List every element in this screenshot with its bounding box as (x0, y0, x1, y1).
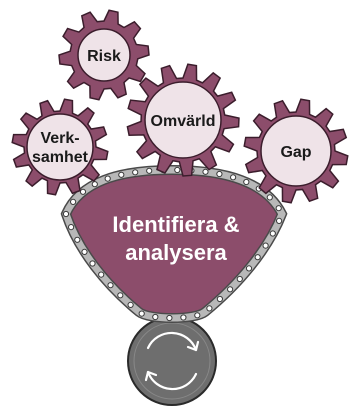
gear-label-verksamhet-1: Verk- (40, 130, 79, 147)
cycle-arrows-icon (144, 331, 200, 391)
chain-pin (91, 181, 98, 188)
gear-label-verksamhet-2: samhet (32, 149, 89, 166)
gear-gap: Gap (243, 98, 349, 204)
chain-pin (262, 242, 269, 249)
gear-label-omvarld: Omvärld (151, 113, 216, 130)
chain-pin (194, 312, 201, 319)
gear-risk: Risk (58, 9, 150, 101)
chain-pin (98, 271, 105, 278)
chain-pin (89, 260, 96, 267)
chain-pin (166, 314, 173, 322)
chain-pin (266, 194, 273, 201)
chain-pin (107, 282, 114, 289)
sprocket-wheel (127, 316, 217, 406)
chain-pin (236, 275, 243, 283)
chain-pin (146, 167, 153, 174)
chain-pin (81, 248, 88, 255)
chain-pin (74, 236, 81, 243)
chain-pin (276, 217, 283, 224)
chain-pin (138, 310, 145, 317)
chain-pin (174, 166, 181, 174)
chain-pin (104, 175, 111, 182)
chain-pin (245, 265, 253, 272)
chain-pin (62, 210, 70, 218)
chain-pin (216, 295, 223, 303)
gear-omvarld: Omvärld (126, 63, 240, 177)
gear-label-gap: Gap (280, 144, 311, 161)
chain-links (62, 166, 283, 322)
chain-pin (152, 313, 159, 321)
chain-pin (70, 198, 77, 205)
center-title-line2: analysera (125, 240, 227, 265)
chain-pin (118, 171, 125, 178)
chain-pin (227, 286, 234, 293)
chain-pin (243, 178, 250, 186)
chain-pin (216, 170, 223, 178)
chain-pin (275, 205, 282, 212)
chain-pin (132, 169, 139, 176)
chain-pin (127, 301, 134, 308)
chain-pin (206, 305, 213, 312)
chain-body (60, 164, 288, 323)
center-title-line1: Identifiera & (112, 212, 239, 237)
chain-pin (202, 168, 209, 175)
chain-pin (269, 230, 276, 237)
chain-pin (79, 188, 87, 195)
chain-pin (117, 292, 124, 299)
chain-pin (68, 224, 75, 231)
chain-pin (230, 174, 237, 181)
chain-pin (180, 314, 187, 321)
gear-label-risk: Risk (87, 48, 121, 65)
chain-pin (254, 254, 261, 261)
gear-verksamhet: Verk- samhet (11, 98, 109, 196)
